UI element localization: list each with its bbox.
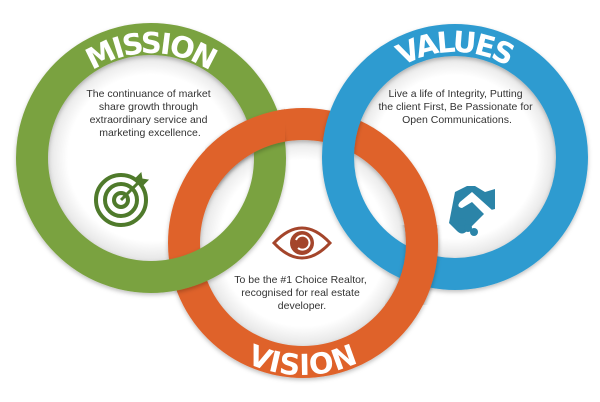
vision-text: To be the #1 Choice Realtor, recognised … — [234, 274, 369, 312]
mission-ring — [16, 23, 286, 293]
values-ring — [322, 24, 588, 290]
handshake-icon — [449, 186, 495, 236]
values-text: Live a life of Integrity, Putting the cl… — [379, 88, 536, 126]
mission-text: The continuance of market share growth t… — [86, 88, 213, 139]
target-icon — [94, 171, 150, 227]
eye-icon — [271, 226, 333, 260]
